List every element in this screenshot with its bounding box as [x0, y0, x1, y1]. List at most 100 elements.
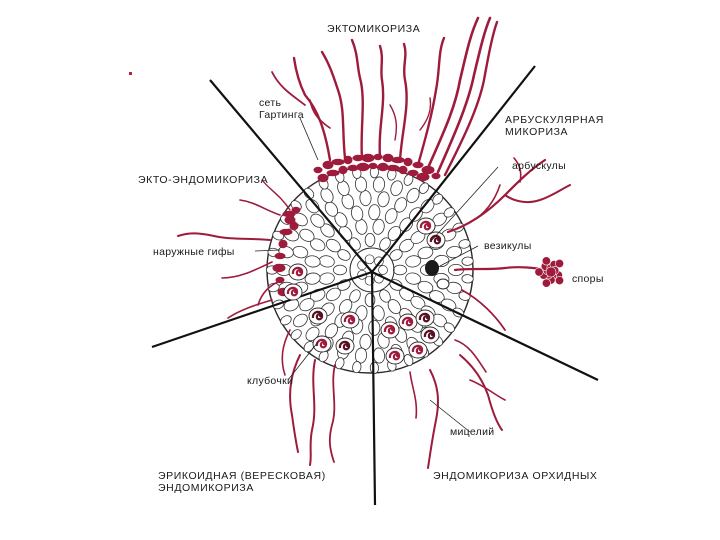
root-cell	[372, 176, 386, 193]
hypha	[227, 299, 273, 319]
hypha	[221, 261, 273, 279]
hypha	[443, 20, 499, 177]
mantle-blob	[416, 172, 430, 182]
root-cell	[293, 313, 308, 328]
mantle-blob	[377, 162, 389, 172]
mantle-blob	[274, 252, 286, 260]
mantle-blob	[338, 165, 348, 175]
hypha	[320, 50, 347, 160]
root-cell	[418, 182, 430, 194]
root-cell	[392, 264, 407, 276]
mantle-blob	[361, 153, 375, 163]
mantle-blob	[326, 169, 340, 177]
root-cell	[405, 255, 422, 268]
root-cell	[403, 354, 414, 366]
root-cell	[368, 319, 381, 336]
mantle-blob	[386, 164, 400, 172]
spore	[541, 278, 551, 288]
hypha	[261, 179, 291, 211]
hypha	[426, 16, 480, 170]
root-cell	[304, 272, 321, 285]
root-cell	[299, 298, 315, 312]
root-cell	[458, 239, 471, 249]
coil	[291, 266, 304, 277]
root-cell	[394, 197, 408, 213]
root-cell	[325, 238, 341, 253]
divider-right	[371, 271, 599, 381]
mantle-blob	[368, 162, 378, 170]
mantle-blob	[282, 210, 296, 218]
hypha	[378, 44, 385, 160]
mantle-blob	[291, 206, 301, 214]
coil	[338, 340, 351, 351]
spore	[554, 258, 564, 268]
root-cell	[372, 218, 385, 235]
root-cell	[390, 180, 403, 197]
root-cell	[337, 249, 351, 261]
hypha	[350, 38, 364, 160]
mantle-blob	[421, 165, 435, 175]
label-spores: споры	[572, 273, 604, 285]
hypha	[513, 157, 522, 183]
mantle-blob	[331, 158, 345, 166]
root-cell	[369, 361, 380, 374]
root-cell	[305, 198, 320, 214]
root-cell	[368, 204, 381, 221]
stele-cell	[364, 254, 375, 265]
hypha	[454, 339, 487, 373]
mantle-blob	[398, 165, 408, 175]
mantle-blob	[352, 154, 364, 162]
root-cell	[417, 280, 434, 294]
label-vesicles: везикулы	[484, 240, 532, 252]
root-cell	[432, 193, 444, 205]
coil	[411, 344, 424, 355]
coil	[419, 220, 432, 231]
root-cell	[364, 233, 376, 248]
root-cell	[417, 246, 434, 260]
hypha	[309, 359, 316, 466]
hypha	[469, 379, 506, 401]
hypha	[289, 354, 301, 453]
mantle-blob	[391, 156, 405, 164]
coil	[343, 314, 356, 325]
hypha	[389, 104, 398, 141]
hypha	[398, 42, 408, 162]
callout-leaders	[254, 117, 499, 433]
coil	[388, 350, 401, 361]
divider-bottom	[370, 271, 377, 506]
root-cell	[350, 205, 364, 222]
hypha	[469, 184, 501, 223]
mantle-blob	[356, 162, 370, 172]
leader-arbuscules	[431, 166, 499, 241]
vesicle	[425, 260, 439, 276]
label-mycelium: мицелий	[450, 426, 495, 438]
root-cell	[443, 322, 455, 333]
vesicle	[436, 278, 450, 290]
coil	[383, 324, 396, 335]
mantle-blob	[317, 173, 329, 183]
mantle-blob	[347, 164, 359, 172]
mantle-blob	[412, 161, 424, 169]
divider-upper-left	[209, 79, 373, 273]
root-cell	[443, 207, 455, 218]
hypha	[427, 369, 439, 469]
hypha	[271, 71, 306, 106]
hypha	[309, 99, 331, 129]
section-title-ecto-endo: ЭКТО-ЭНДОМИКОРИЗА	[138, 174, 269, 186]
mantle-blob	[407, 169, 419, 177]
hypha	[239, 199, 281, 216]
hypha	[436, 16, 492, 174]
hyphal-coils	[283, 217, 446, 365]
mantle-blob	[382, 153, 394, 163]
leader-mycelium	[429, 399, 471, 433]
root-cell	[384, 208, 398, 224]
hypha	[416, 36, 446, 167]
coil	[286, 286, 299, 297]
coil	[423, 329, 436, 340]
hypha	[281, 329, 291, 376]
section-dividers	[151, 65, 599, 506]
spore	[545, 266, 557, 278]
root-cell	[280, 315, 292, 326]
divider-left	[151, 270, 373, 349]
